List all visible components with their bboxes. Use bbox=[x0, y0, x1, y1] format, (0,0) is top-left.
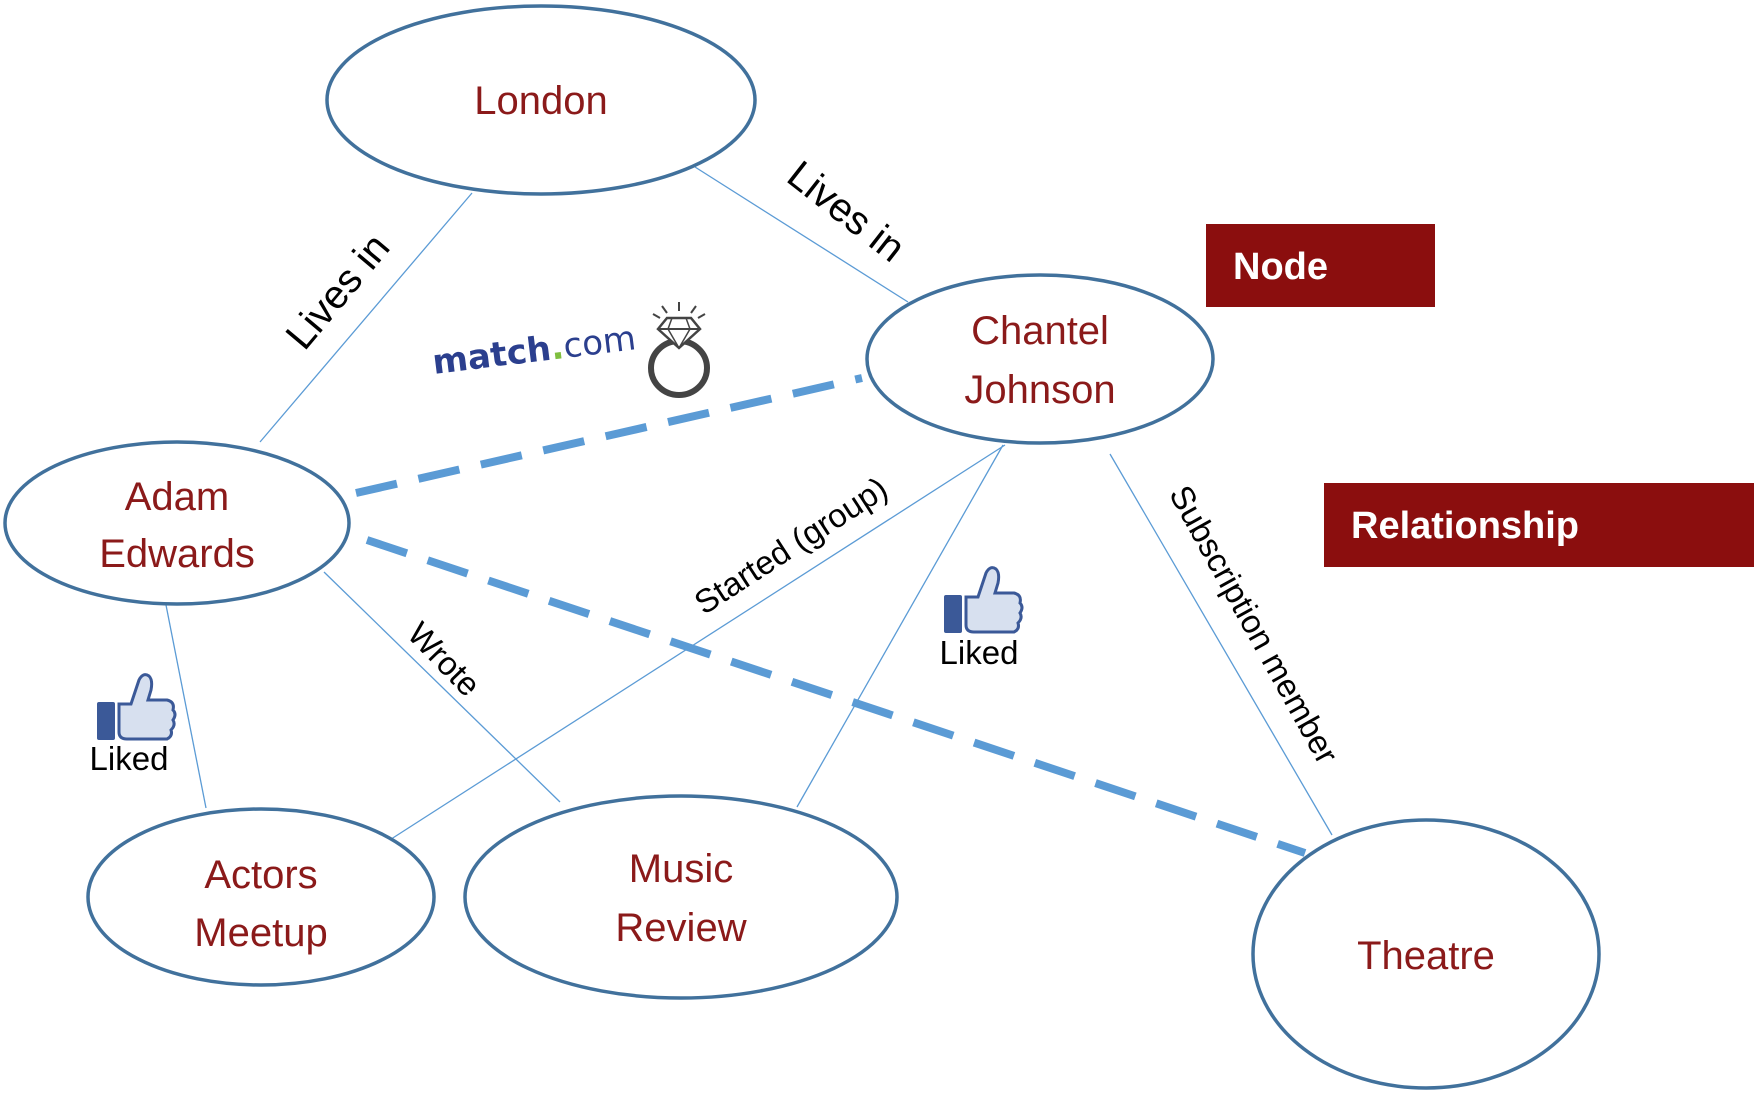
edge-adam-chantel-match bbox=[355, 374, 863, 497]
node-music-review[interactable]: Music Review bbox=[463, 794, 899, 1000]
legend-node-label: Node bbox=[1233, 246, 1328, 288]
node-theatre-label: Theatre bbox=[1357, 934, 1495, 978]
node-chantel-johnson[interactable]: Chantel Johnson bbox=[865, 273, 1215, 445]
match-logo-part1: match bbox=[430, 329, 553, 383]
edge-chantel-actors bbox=[384, 444, 1006, 844]
node-adam-label-line2: Edwards bbox=[99, 532, 255, 576]
node-actors-label-line1: Actors bbox=[204, 853, 317, 897]
edge-chantel-music bbox=[796, 444, 1004, 808]
match-logo-part2: com bbox=[561, 318, 638, 367]
thumbs-up-icon bbox=[944, 566, 1024, 634]
edge-adam-music bbox=[323, 571, 561, 803]
edge-label-chantel-lives-in: Lives in bbox=[779, 153, 913, 271]
svg-text:match.com: match.com bbox=[430, 318, 638, 383]
edge-chantel-theatre bbox=[1109, 453, 1333, 836]
edge-label-chantel-liked: Liked bbox=[940, 634, 1019, 671]
node-adam-edwards[interactable]: Adam Edwards bbox=[3, 440, 351, 606]
node-music-label-line2: Review bbox=[615, 906, 746, 950]
edge-label-adam-lives-in: Lives in bbox=[278, 226, 399, 358]
edge-adam-actors bbox=[165, 604, 207, 809]
legend-node: Node bbox=[1206, 224, 1435, 307]
edge-chantel-london bbox=[694, 166, 909, 303]
edge-adam-theatre bbox=[365, 536, 1307, 857]
edge-label-adam-liked: Liked bbox=[90, 740, 169, 777]
node-london-label: London bbox=[474, 79, 607, 123]
node-adam-label-line1: Adam bbox=[125, 475, 230, 519]
thumbs-up-icon bbox=[97, 673, 177, 741]
match-logo-dot: . bbox=[548, 327, 566, 368]
legend-relationship-label: Relationship bbox=[1351, 505, 1579, 547]
diamond-ring-icon bbox=[648, 302, 710, 398]
edge-label-started-group: Started (group) bbox=[688, 469, 894, 621]
match-com-logo: match.com bbox=[430, 318, 638, 383]
node-london[interactable]: London bbox=[325, 4, 757, 196]
edge-adam-london bbox=[259, 192, 473, 443]
node-actors-label-line2: Meetup bbox=[194, 911, 327, 955]
legend-relationship: Relationship bbox=[1324, 483, 1754, 567]
edge-label-subscription-member: Subscription member bbox=[1162, 479, 1346, 770]
node-actors-meetup[interactable]: Actors Meetup bbox=[86, 807, 436, 987]
node-music-label-line1: Music bbox=[629, 847, 733, 891]
node-chantel-label-line2: Johnson bbox=[964, 368, 1115, 412]
node-chantel-label-line1: Chantel bbox=[971, 309, 1109, 353]
node-theatre[interactable]: Theatre bbox=[1251, 818, 1601, 1090]
